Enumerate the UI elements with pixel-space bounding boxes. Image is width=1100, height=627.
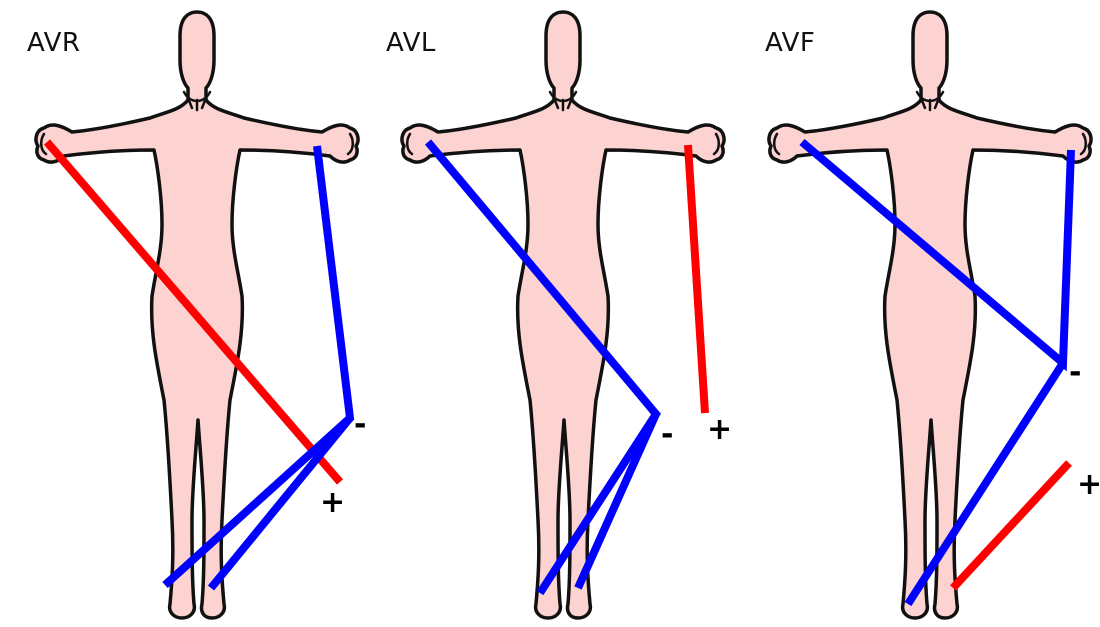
lead-title: AVF — [765, 28, 815, 58]
negative-terminal-label: - — [354, 410, 366, 440]
positive-terminal-label: + — [1077, 470, 1100, 500]
positive-terminal-label: + — [707, 415, 732, 445]
panel-avr-figure — [0, 0, 367, 627]
positive-terminal-label: + — [320, 488, 345, 518]
negative-terminal-label: - — [661, 420, 673, 450]
positive-lead-line — [953, 463, 1069, 588]
negative-terminal-label: - — [1069, 358, 1081, 388]
lead-title: AVL — [386, 28, 436, 58]
panel-avl: AVL - + — [366, 0, 733, 627]
panel-avl-figure — [366, 0, 733, 627]
panel-avr: AVR - + — [0, 0, 367, 627]
lead-title: AVR — [27, 28, 80, 58]
human-body-figure — [769, 12, 1091, 618]
positive-lead-line — [688, 145, 705, 413]
panel-avf: AVF - + — [733, 0, 1100, 627]
human-body-figure — [402, 12, 724, 618]
panel-avf-figure — [733, 0, 1100, 627]
